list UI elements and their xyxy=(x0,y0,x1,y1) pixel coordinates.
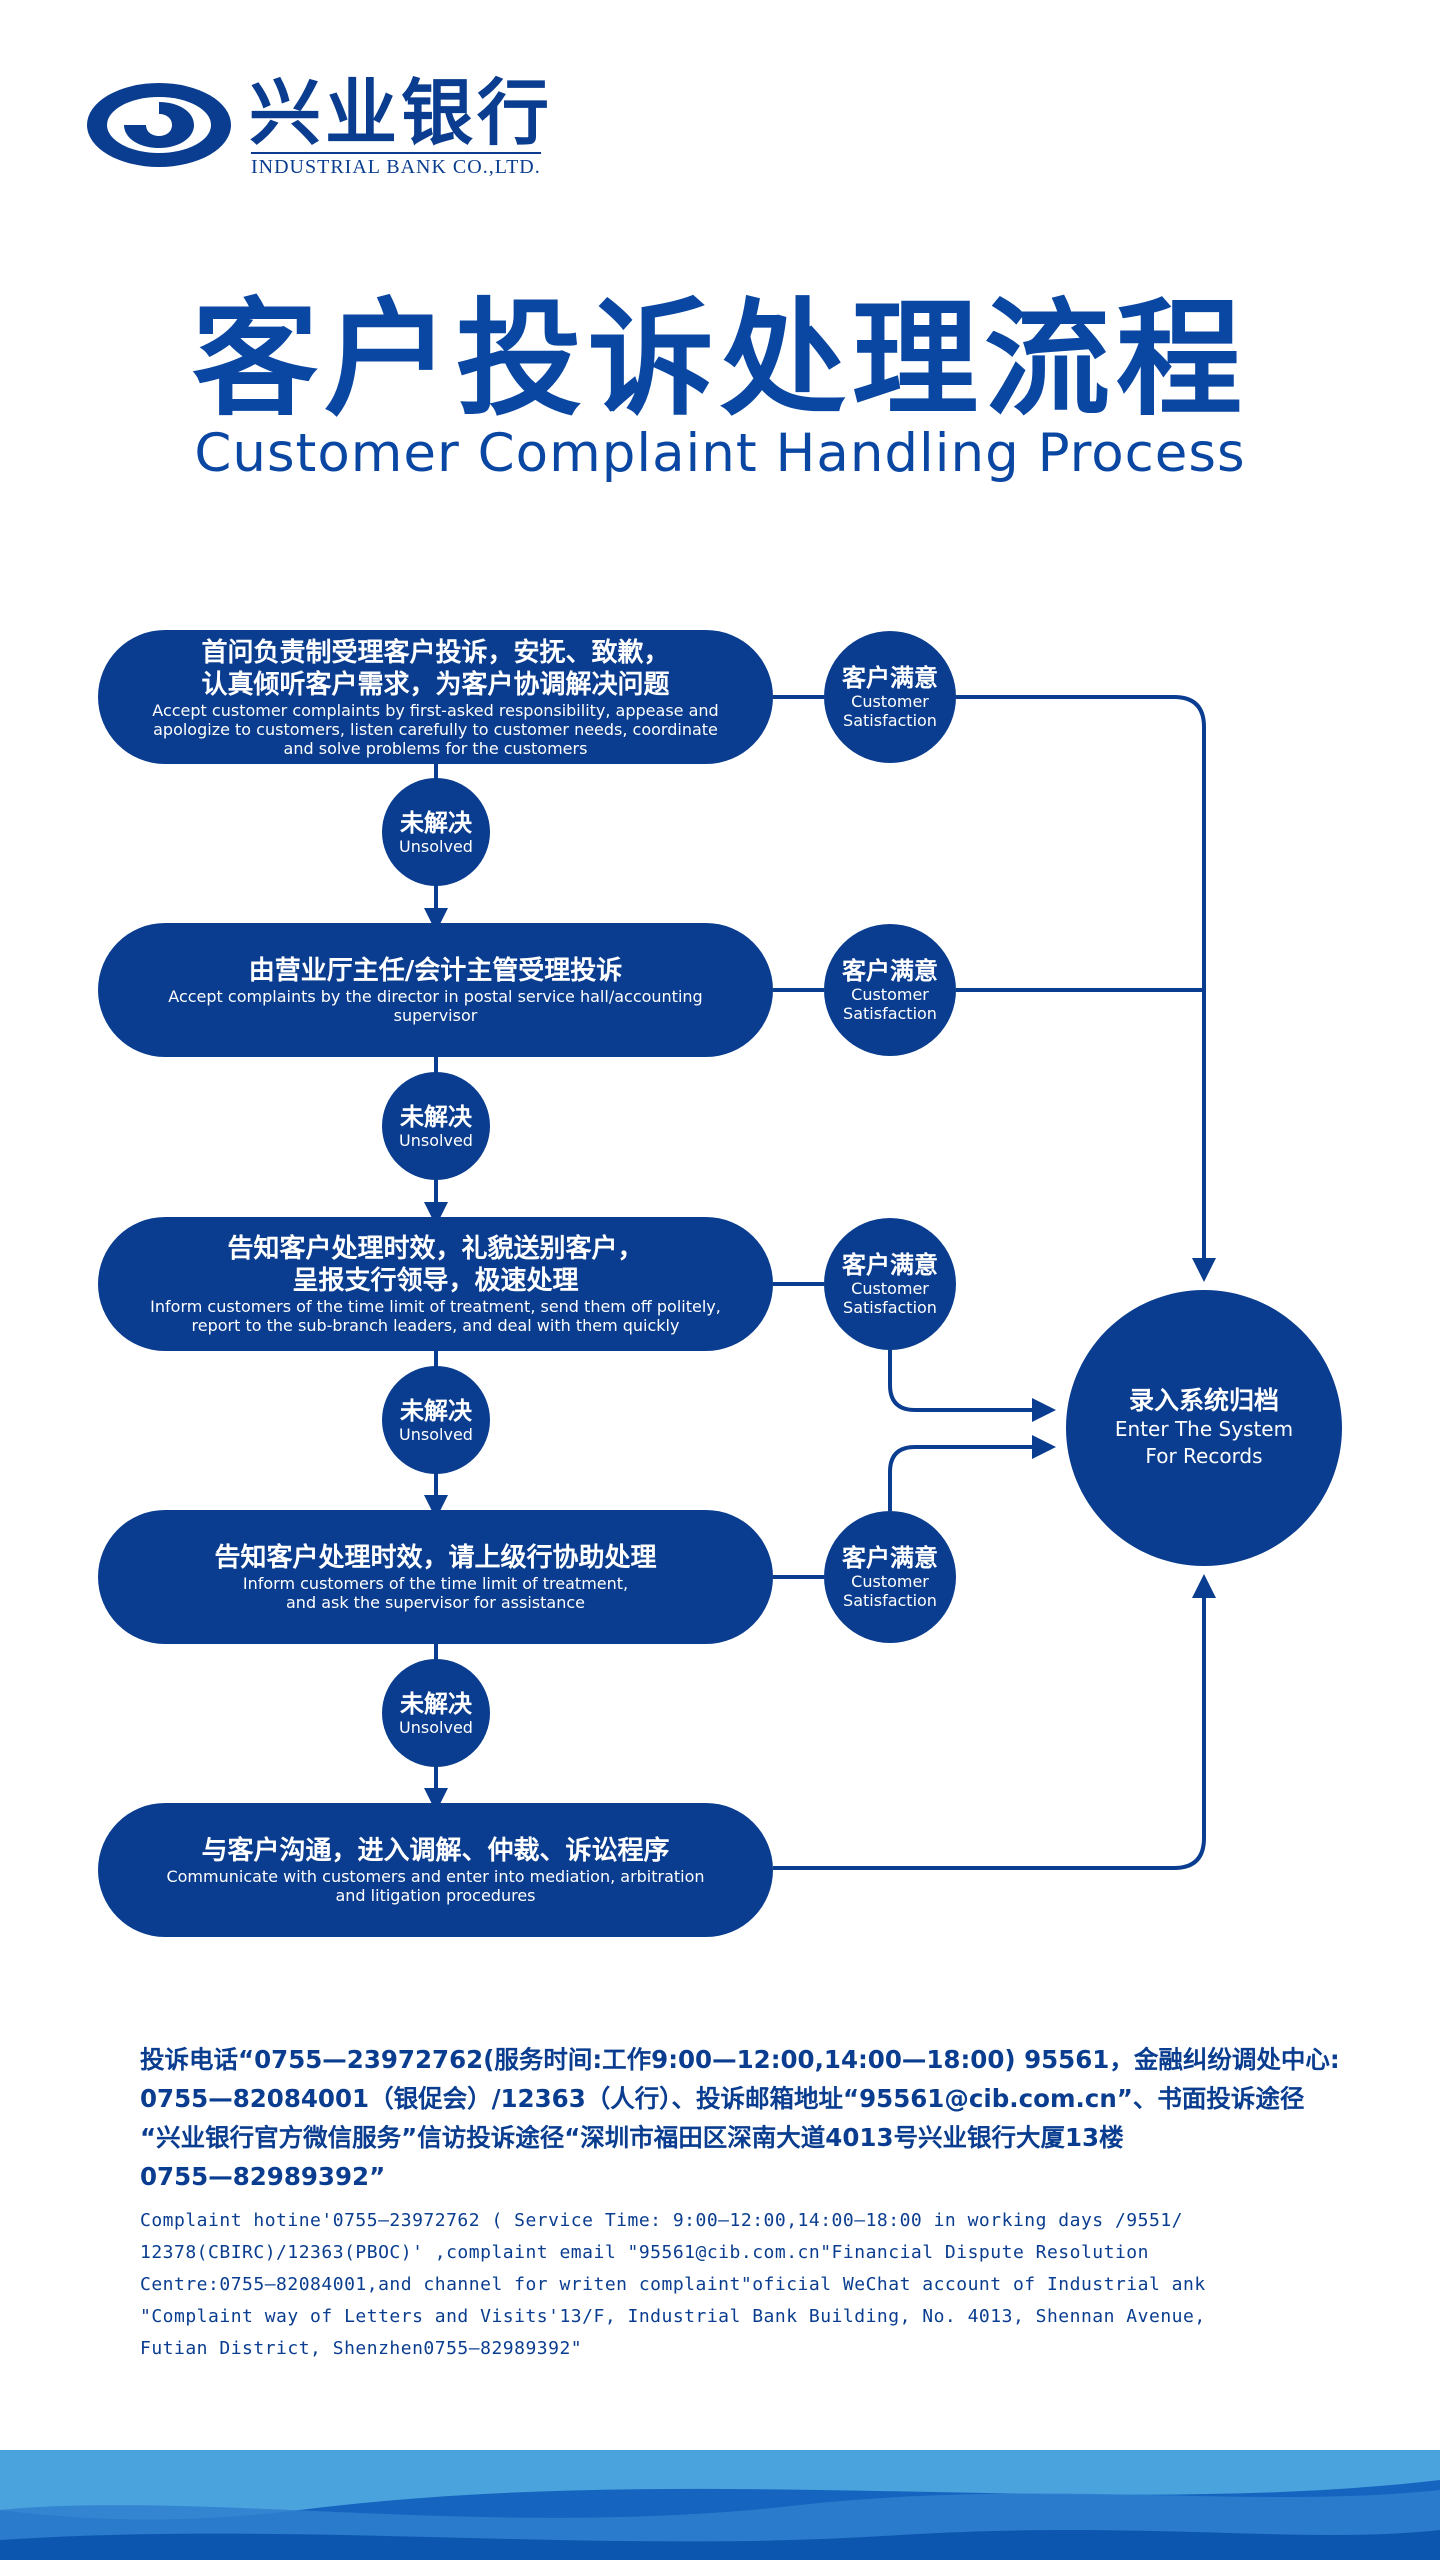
page-title-chinese: 客户投诉处理流程 xyxy=(192,286,1248,433)
contact-en-line-2: 12378(CBIRC)/12363(PBOC)' ,complaint ema… xyxy=(140,2242,1149,2263)
bank-name-chinese: 兴业银行 xyxy=(249,70,554,155)
unsolved-node-4: 未解决 Unsolved xyxy=(382,1659,490,1767)
step-4-en-line-1: Inform customers of the time limit of tr… xyxy=(242,1574,629,1593)
step-1-en-line-3: and solve problems for the customers xyxy=(283,738,588,758)
unsolved-en: Unsolved xyxy=(399,1424,473,1444)
step-1-cn-line-1: 首问负责制受理客户投诉，安抚、致歉， xyxy=(201,637,670,668)
unsolved-cn: 未解决 xyxy=(400,808,472,837)
step-3-en-line-1: Inform customers of the time limit of tr… xyxy=(150,1297,721,1316)
step-3-en-line-2: report to the sub-branch leaders, and de… xyxy=(191,1316,680,1335)
step-3-inform-report: 告知客户处理时效，礼貌送别客户， 呈报支行领导，极速处理 Inform cust… xyxy=(98,1217,773,1351)
satisfaction-cn: 客户满意 xyxy=(842,1544,938,1572)
bank-name-english: INDUSTRIAL BANK CO.,LTD. xyxy=(251,152,541,179)
contact-en-line-5: Futian District, Shenzhen0755—82989392" xyxy=(140,2338,583,2359)
contact-cn-line-2: 0755—82084001（银促会）/12363（人行）、投诉邮箱地址“9556… xyxy=(140,2084,1305,2113)
unsolved-node-2: 未解决 Unsolved xyxy=(382,1072,490,1180)
unsolved-cn: 未解决 xyxy=(400,1396,472,1425)
archive-en-line-1: Enter The System xyxy=(1114,1417,1294,1441)
step-2-cn-line-1: 由营业厅主任/会计主管受理投诉 xyxy=(248,956,623,986)
step-3-cn-line-2: 呈报支行领导，极速处理 xyxy=(292,1266,579,1296)
step-4-en-line-2: and ask the supervisor for assistance xyxy=(286,1593,585,1612)
decorative-wave-band xyxy=(0,2450,1440,2560)
unsolved-node-3: 未解决 Unsolved xyxy=(382,1366,490,1474)
satisfaction-en-line-2: Satisfaction xyxy=(843,1298,937,1317)
step-5-mediation: 与客户沟通，进入调解、仲裁、诉讼程序 Communicate with cust… xyxy=(98,1803,773,1937)
satisfaction-node-2: 客户满意 Customer Satisfaction xyxy=(824,924,956,1056)
unsolved-en: Unsolved xyxy=(399,1130,473,1150)
step-2-en-line-1: Accept complaints by the director in pos… xyxy=(168,987,703,1025)
satisfaction-cn: 客户满意 xyxy=(842,664,938,692)
satisfaction-en-line-1: Customer xyxy=(851,985,929,1004)
contact-en-line-3: Centre:0755—82084001,and channel for wri… xyxy=(140,2274,1206,2295)
step-4-cn-line-1: 告知客户处理时效，请上级行协助处理 xyxy=(214,1543,657,1573)
step-5-en-line-2: and litigation procedures xyxy=(335,1886,536,1905)
satisfaction-cn: 客户满意 xyxy=(842,957,938,985)
satisfaction-node-4: 客户满意 Customer Satisfaction xyxy=(824,1511,956,1643)
bank-logo-icon xyxy=(87,83,231,167)
satisfaction-en-line-2: Satisfaction xyxy=(843,1004,937,1023)
step-1-en-line-1: Accept customer complaints by first-aske… xyxy=(152,700,719,720)
satisfaction-node-1: 客户满意 Customer Satisfaction xyxy=(824,631,956,763)
satisfaction-en-line-1: Customer xyxy=(851,1279,929,1298)
satisfaction-en-line-2: Satisfaction xyxy=(843,1591,937,1610)
step-3-cn-line-1: 告知客户处理时效，礼貌送别客户， xyxy=(227,1234,644,1264)
page-title-english: Customer Complaint Handling Process xyxy=(194,423,1246,484)
step-4-supervisor-assist: 告知客户处理时效，请上级行协助处理 Inform customers of th… xyxy=(98,1510,773,1644)
step-5-cn-line-1: 与客户沟通，进入调解、仲裁、诉讼程序 xyxy=(201,1836,670,1866)
contact-en-line-1: Complaint hotine'0755—23972762 ( Service… xyxy=(140,2210,1183,2231)
satisfaction-en-line-1: Customer xyxy=(851,1572,929,1591)
step-2-director-accepts: 由营业厅主任/会计主管受理投诉 Accept complaints by the… xyxy=(98,923,773,1057)
step-1-en-line-2: apologize to customers, listen carefully… xyxy=(153,719,718,739)
satisfaction-node-3: 客户满意 Customer Satisfaction xyxy=(824,1218,956,1350)
satisfaction-en-line-2: Satisfaction xyxy=(843,711,937,730)
contact-cn-line-1: 投诉电话“0755—23972762(服务时间:工作9:00—12:00,14:… xyxy=(140,2045,1340,2074)
contact-info-chinese: 投诉电话“0755—23972762(服务时间:工作9:00—12:00,14:… xyxy=(140,2040,1340,2196)
unsolved-cn: 未解决 xyxy=(400,1102,472,1131)
unsolved-en: Unsolved xyxy=(399,1717,473,1737)
step-5-en-line-1: Communicate with customers and enter int… xyxy=(166,1867,705,1886)
archive-en-line-2: For Records xyxy=(1145,1444,1263,1468)
step-1-cn-line-2: 认真倾听客户需求，为客户协调解决问题 xyxy=(201,669,670,700)
bank-logo: 兴业银行 INDUSTRIAL BANK CO.,LTD. xyxy=(84,70,604,180)
archive-cn: 录入系统归档 xyxy=(1128,1386,1279,1415)
contact-info-english: Complaint hotine'0755—23972762 ( Service… xyxy=(140,2205,1340,2365)
satisfaction-cn: 客户满意 xyxy=(842,1251,938,1279)
unsolved-en: Unsolved xyxy=(399,836,473,856)
unsolved-node-1: 未解决 Unsolved xyxy=(382,778,490,886)
contact-en-line-4: "Complaint way of Letters and Visits'13/… xyxy=(140,2306,1206,2327)
contact-cn-line-4: 0755—82989392” xyxy=(140,2162,386,2191)
contact-cn-line-3: “兴业银行官方微信服务”信访投诉途径“深圳市福田区深南大道4013号兴业银行大厦… xyxy=(140,2123,1124,2152)
unsolved-cn: 未解决 xyxy=(400,1689,472,1718)
archive-node: 录入系统归档 Enter The System For Records xyxy=(1066,1290,1342,1566)
satisfaction-en-line-1: Customer xyxy=(851,692,929,711)
step-1-first-responsibility: 首问负责制受理客户投诉，安抚、致歉， 认真倾听客户需求，为客户协调解决问题 Ac… xyxy=(98,630,773,764)
